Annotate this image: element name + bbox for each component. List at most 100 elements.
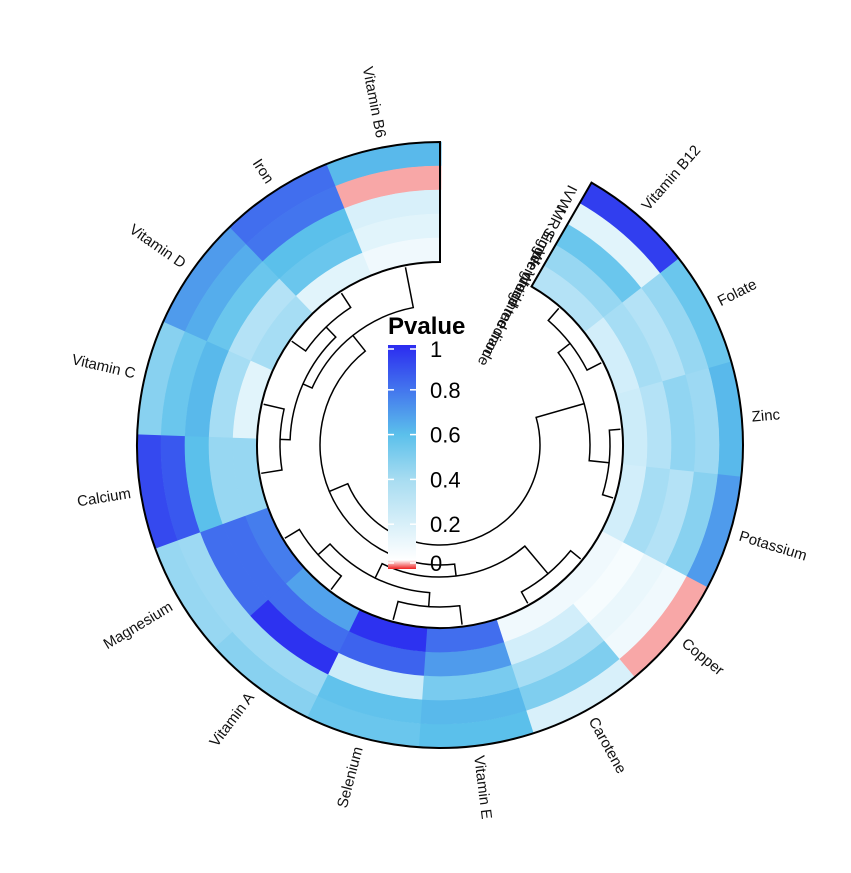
heatmap-cell <box>587 553 666 642</box>
heatmap-cell <box>267 582 350 653</box>
heatmap-cell <box>584 317 640 396</box>
heatmap-cell <box>285 566 360 632</box>
category-label: Vitamin B6 <box>359 65 389 139</box>
heatmap-border <box>136 140 745 749</box>
heatmap-cell <box>316 673 423 724</box>
heatmap-cell <box>245 185 346 262</box>
heatmap-cell <box>222 514 287 600</box>
category-label: Calcium <box>76 485 132 510</box>
heatmap-cell <box>231 614 329 697</box>
category-label: Magnesium <box>101 598 176 653</box>
heatmap-cell <box>353 213 442 254</box>
heatmap-cell <box>601 464 647 544</box>
heatmap-cell <box>213 630 318 718</box>
heatmap-cell <box>708 361 744 479</box>
heatmap-cell <box>362 237 442 276</box>
heatmap-cell <box>160 433 201 541</box>
heatmap-cell <box>420 664 519 701</box>
heatmap-cell <box>228 277 297 361</box>
heatmap-cell <box>326 652 424 700</box>
heatmap-cell <box>422 641 512 677</box>
heatmap-cell <box>206 260 281 352</box>
heatmap-cell <box>279 230 364 297</box>
heatmap-cell <box>659 258 732 370</box>
legend: Pvalue 0 0.2 0.4 0.6 0.8 1 <box>388 313 465 576</box>
legend-colorbar <box>388 345 416 569</box>
heatmap-cell <box>517 640 620 712</box>
heatmap-cell <box>510 621 605 689</box>
category-label: Vitamin B12 <box>638 142 704 214</box>
heatmap-cell <box>603 302 663 389</box>
heatmap-outline <box>136 140 745 749</box>
heatmap-cell <box>177 530 251 632</box>
heatmap-cell <box>419 687 527 725</box>
heatmap-cell <box>524 658 635 734</box>
heatmap-cell <box>643 469 694 567</box>
heatmap-cell <box>337 630 426 676</box>
heatmap-cell <box>232 436 269 516</box>
category-label: Zinc <box>751 406 781 425</box>
heatmap-cell <box>567 203 661 290</box>
heatmap-cell <box>555 223 642 304</box>
heatmap-cell <box>295 252 373 314</box>
category-label: Carotene <box>585 714 630 776</box>
heatmap-cell <box>556 530 624 605</box>
heatmap-cell <box>664 471 718 578</box>
legend-title: Pvalue <box>388 313 465 340</box>
dendrogram-branch <box>329 402 585 546</box>
heatmap-cell <box>344 189 442 231</box>
heatmap-cell <box>160 330 208 437</box>
heatmap-cell <box>136 320 186 436</box>
heatmap-cell <box>618 575 708 679</box>
dendrogram-branch <box>291 292 352 352</box>
legend-tick-label: 0.2 <box>430 512 461 537</box>
heatmap-cell <box>622 287 686 383</box>
heatmap-cell <box>640 273 709 376</box>
heatmap-cell <box>662 374 696 474</box>
heatmap-cell <box>622 466 671 555</box>
legend-tick-label: 0.6 <box>430 423 461 448</box>
heatmap-cell <box>244 506 305 584</box>
heatmap-cell <box>229 163 337 245</box>
heatmap-cell <box>162 225 248 332</box>
dendrogram-branch <box>280 326 337 441</box>
heatmap-cell <box>335 165 442 209</box>
heatmap-cell <box>154 539 233 648</box>
heatmap-cell <box>208 435 246 525</box>
legend-tick-label: 1 <box>430 337 442 362</box>
heatmap-cell <box>417 710 534 749</box>
dendrogram-branch <box>392 600 463 625</box>
heatmap-cell <box>262 207 355 279</box>
heatmap-cell <box>543 244 624 319</box>
heatmap-cell <box>184 339 230 437</box>
heatmap-cell <box>232 359 274 439</box>
category-label: Potassium <box>737 528 809 565</box>
category-label: Copper <box>678 635 727 679</box>
legend-tick-label: 0.8 <box>430 378 461 403</box>
heatmap-cell <box>249 598 339 675</box>
category-label: Vitamin C <box>70 351 137 382</box>
heatmap-cell <box>495 585 574 643</box>
method-label: Weighted mode <box>474 268 537 369</box>
heatmap-cell <box>305 695 421 748</box>
category-label: Vitamin A <box>206 690 258 751</box>
heatmap-cell <box>208 349 252 438</box>
category-label: Iron <box>249 156 277 187</box>
heatmap-cell <box>424 619 505 653</box>
heatmap-cells <box>136 141 744 749</box>
heatmap-cell <box>531 265 605 334</box>
heatmap-cell <box>602 564 687 660</box>
dendrogram-branch <box>520 549 582 604</box>
legend-tick-label: 0.4 <box>430 467 461 492</box>
category-label: Selenium <box>334 745 367 810</box>
heatmap-cell <box>348 609 428 652</box>
heatmap-cell <box>572 542 645 623</box>
heatmap-cell <box>184 243 264 342</box>
heatmap-cell <box>184 434 223 533</box>
heatmap-cell <box>250 295 314 371</box>
heatmap-cell <box>502 603 589 666</box>
heatmap-cell <box>685 368 720 476</box>
heatmap-cell <box>326 141 442 187</box>
legend-tick-label: 0 <box>430 551 442 576</box>
